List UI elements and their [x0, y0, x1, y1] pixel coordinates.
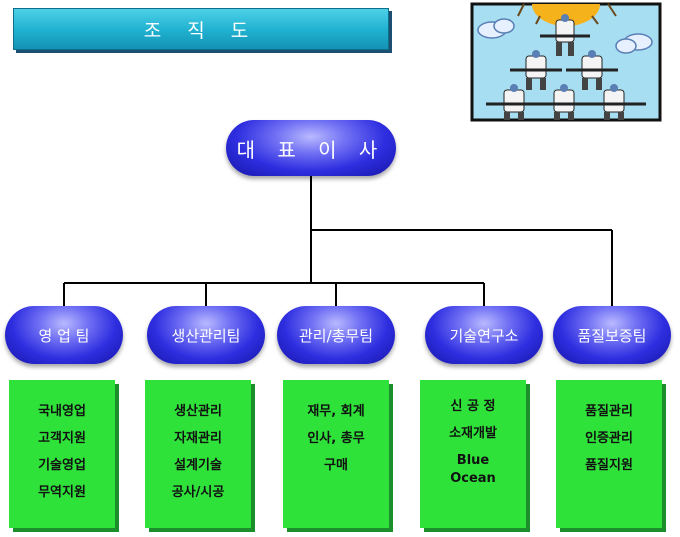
duty-item: 무역지원 — [38, 485, 86, 500]
ceo-node: 대 표 이 사 — [226, 120, 396, 176]
duty-item: 품질관리 — [585, 404, 633, 419]
duty-item: 기술영업 — [38, 458, 86, 473]
duty-item: 신 공 정 — [450, 399, 496, 414]
team-node-rnd: 기술연구소 — [425, 306, 543, 364]
duty-item: 설계기술 — [174, 458, 222, 473]
teamwork-pyramid-clipart — [470, 2, 662, 122]
team-node-sales: 영 업 팀 — [5, 306, 123, 364]
duty-item: 소재개발 — [449, 426, 497, 441]
duty-box-sales: 국내영업 고객지원 기술영업 무역지원 — [9, 380, 115, 528]
duty-item: 자재관리 — [174, 431, 222, 446]
team-node-admin: 관리/총무팀 — [277, 306, 395, 364]
team-node-quality: 품질보증팀 — [553, 306, 671, 364]
duty-item: 재무, 회계 — [307, 404, 365, 419]
duty-item: 국내영업 — [38, 404, 86, 419]
duty-box-rnd: 신 공 정 소재개발 Blue Ocean — [420, 380, 526, 528]
duty-item: Ocean — [450, 471, 496, 486]
duty-item: 생산관리 — [174, 404, 222, 419]
duty-box-production: 생산관리 자재관리 설계기술 공사/시공 — [145, 380, 251, 528]
duty-item: 품질지원 — [585, 458, 633, 473]
duty-item: Blue — [456, 453, 490, 468]
duty-item: 고객지원 — [38, 431, 86, 446]
duty-item: 인증관리 — [585, 431, 633, 446]
duty-item: 공사/시공 — [171, 485, 225, 500]
duty-box-quality: 품질관리 인증관리 품질지원 — [556, 380, 662, 528]
duty-item: 인사, 총무 — [307, 431, 365, 446]
duty-item: 구매 — [324, 458, 348, 473]
chart-title: 조 직 도 — [13, 8, 389, 50]
duty-box-admin: 재무, 회계 인사, 총무 구매 — [283, 380, 389, 528]
team-node-production: 생산관리팀 — [147, 306, 265, 364]
